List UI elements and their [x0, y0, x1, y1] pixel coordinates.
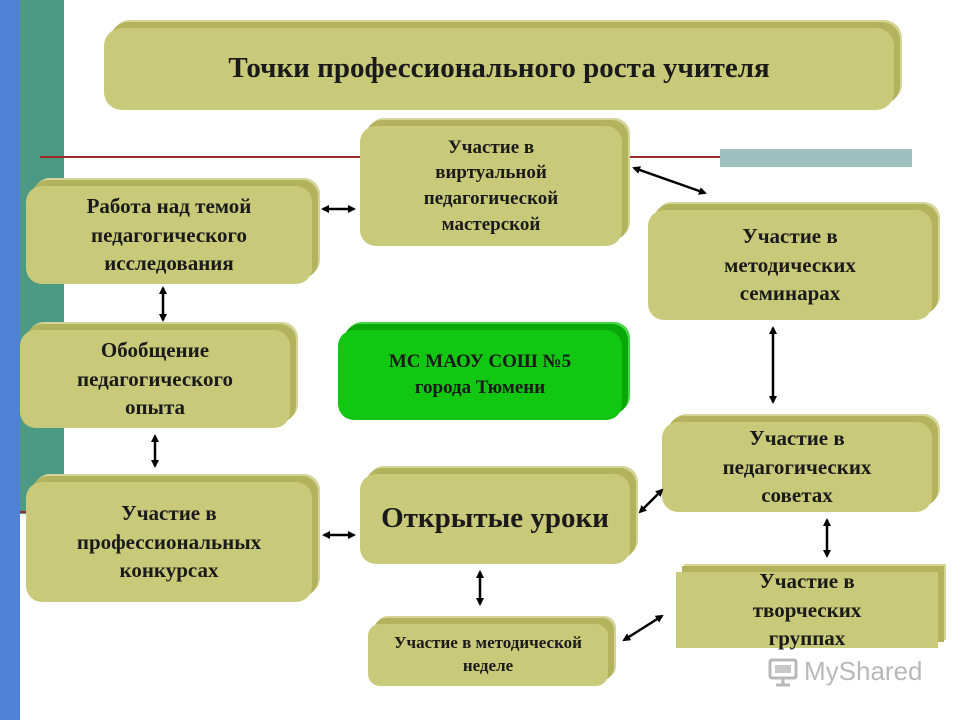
node-virtual-workshop: Участие в виртуальной педагогической мас… [360, 126, 622, 246]
watermark-logo: MyShared [768, 656, 923, 687]
title-box: Точки профессионального роста учителя [104, 28, 894, 110]
node-method-week: Участие в методической неделе [368, 624, 608, 686]
node-prof-contests: Участие в профессиональных конкурсах [26, 482, 312, 602]
arrow-week-creative [622, 614, 664, 642]
node-generalization: Обобщение педагогического опыта [20, 330, 290, 428]
arrow-virtual-seminars [632, 166, 707, 195]
node-research-topic: Работа над темой педагогического исследо… [26, 186, 312, 284]
center-node: МС МАОУ СОШ №5 города Тюмени [338, 330, 622, 420]
arrow-lessons-councils [638, 488, 664, 514]
node-creative-groups: Участие в творческих группах [676, 569, 938, 650]
node-open-lessons: Открытые уроки [360, 474, 630, 564]
presentation-icon [768, 657, 798, 687]
left-blue-bar [0, 0, 20, 720]
watermark-text: MyShared [804, 656, 923, 686]
title-text: Точки профессионального роста учителя [228, 52, 770, 85]
node-method-seminars: Участие в методических семинарах [648, 210, 932, 320]
node-ped-councils: Участие в педагогических советах [662, 422, 932, 512]
accent-stripe [720, 149, 912, 167]
